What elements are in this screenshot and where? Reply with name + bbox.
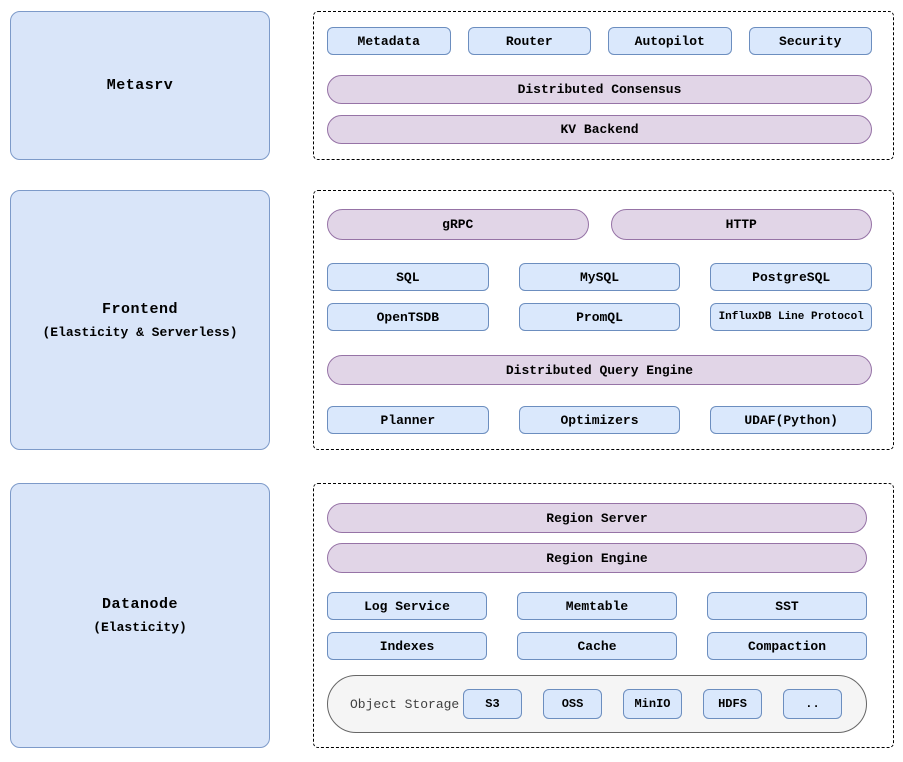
metasrv-components-row: Metadata Router Autopilot Security <box>327 27 872 55</box>
frontend-cluster: gRPC HTTP SQL MySQL PostgreSQL OpenTSDB … <box>313 190 894 450</box>
datanode-cluster: Region Server Region Engine Log Service … <box>313 483 894 748</box>
object-storage-group: Object Storage S3 OSS MinIO HDFS .. <box>327 675 867 733</box>
component-box-sst: SST <box>707 592 867 620</box>
component-box-log-service: Log Service <box>327 592 487 620</box>
pill-http: HTTP <box>610 209 872 240</box>
pill-region-engine: Region Engine <box>327 543 867 573</box>
component-box-mysql: MySQL <box>518 263 681 291</box>
datanode-section: Datanode (Elasticity) Region Server Regi… <box>0 483 903 748</box>
pill-grpc: gRPC <box>327 209 589 240</box>
component-box-cache: Cache <box>517 632 677 660</box>
object-storage-options: S3 OSS MinIO HDFS .. <box>463 689 842 719</box>
datanode-engine-row-1: Log Service Memtable SST <box>327 592 867 620</box>
datanode-node: Datanode (Elasticity) <box>10 483 270 748</box>
component-box-sql: SQL <box>327 263 489 291</box>
component-box-promql: PromQL <box>518 303 681 331</box>
metasrv-cluster: Metadata Router Autopilot Security Distr… <box>313 11 894 160</box>
component-box-influxdb-line-protocol: InfluxDB Line Protocol <box>710 303 873 331</box>
frontend-section: Frontend (Elasticity & Serverless) gRPC … <box>0 190 903 450</box>
metasrv-node: Metasrv <box>10 11 270 160</box>
component-box-compaction: Compaction <box>707 632 867 660</box>
component-box-memtable: Memtable <box>517 592 677 620</box>
component-box-autopilot: Autopilot <box>608 27 732 55</box>
component-box-security: Security <box>748 27 872 55</box>
component-box-postgresql: PostgreSQL <box>710 263 873 291</box>
component-box-indexes: Indexes <box>327 632 487 660</box>
component-box-planner: Planner <box>327 406 489 434</box>
pill-distributed-query-engine: Distributed Query Engine <box>327 355 872 385</box>
storage-box-oss: OSS <box>543 689 602 719</box>
frontend-node: Frontend (Elasticity & Serverless) <box>10 190 270 450</box>
component-box-metadata: Metadata <box>327 27 451 55</box>
frontend-query-languages-row: SQL MySQL PostgreSQL <box>327 263 873 291</box>
component-box-udaf-python: UDAF(Python) <box>710 406 873 434</box>
object-storage-label: Object Storage <box>350 696 460 712</box>
component-box-opentsdb: OpenTSDB <box>327 303 489 331</box>
storage-box-s3: S3 <box>463 689 522 719</box>
datanode-subtitle: (Elasticity) <box>93 620 187 635</box>
metasrv-title: Metasrv <box>106 77 174 94</box>
pill-region-server: Region Server <box>327 503 867 533</box>
frontend-title: Frontend <box>101 300 178 318</box>
component-box-router: Router <box>467 27 591 55</box>
frontend-protocol-pills-row: gRPC HTTP <box>327 209 872 240</box>
pill-kv-backend: KV Backend <box>327 115 872 144</box>
storage-box-hdfs: HDFS <box>703 689 762 719</box>
frontend-query-engine-row: Planner Optimizers UDAF(Python) <box>327 406 873 434</box>
storage-box-minio: MinIO <box>623 689 682 719</box>
datanode-title: Datanode <box>101 596 178 613</box>
component-box-optimizers: Optimizers <box>518 406 681 434</box>
pill-distributed-consensus: Distributed Consensus <box>327 75 872 104</box>
datanode-engine-row-2: Indexes Cache Compaction <box>327 632 867 660</box>
frontend-protocols-row: OpenTSDB PromQL InfluxDB Line Protocol <box>327 303 873 331</box>
frontend-subtitle: (Elasticity & Serverless) <box>42 324 238 340</box>
metasrv-section: Metasrv Metadata Router Autopilot Securi… <box>0 11 903 160</box>
storage-box-more: .. <box>783 689 842 719</box>
